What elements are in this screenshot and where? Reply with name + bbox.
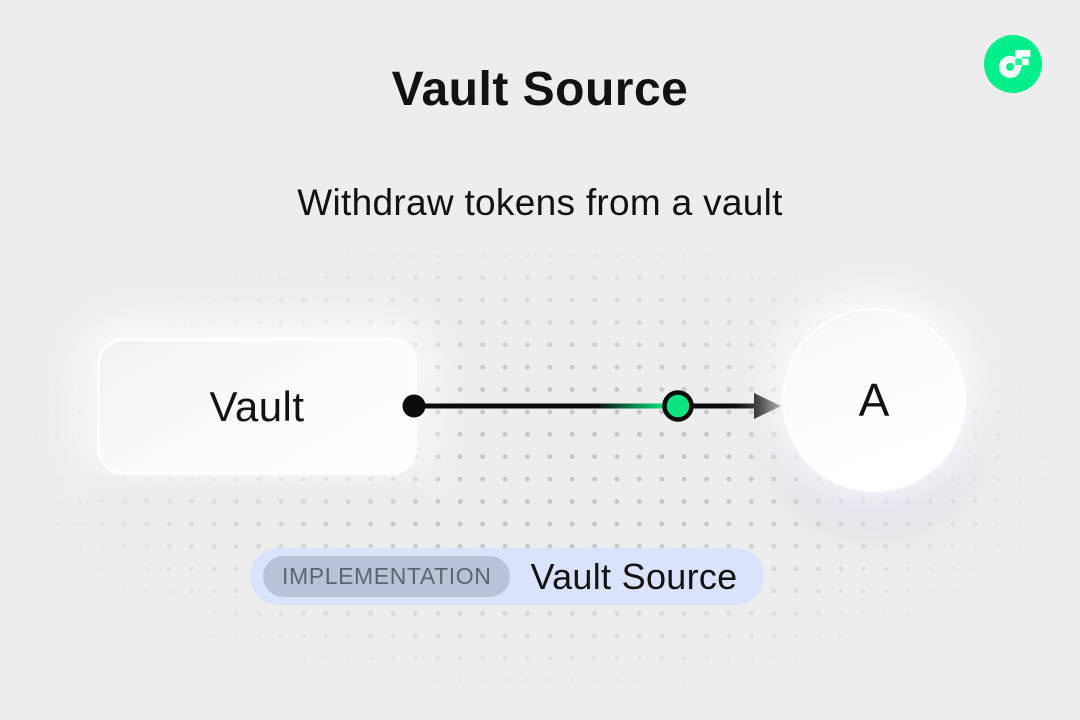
flow-logo-svg [984,35,1042,93]
implementation-badge: IMPLEMENTATION Vault Source [250,548,764,605]
edge-start-dot-icon [402,394,426,418]
page-subtitle: Withdraw tokens from a vault [297,182,783,223]
target-node-label: A [858,374,890,426]
edge-arrow [402,390,781,422]
flow-logo-icon [984,35,1042,93]
vault-node-label: Vault [209,382,305,430]
target-node-a: A [782,308,966,492]
implementation-tag-pill: IMPLEMENTATION [263,556,511,597]
arrowhead-icon [754,393,781,419]
vault-node: Vault [97,338,417,475]
page-title: Vault Source [391,63,689,116]
implementation-label: Vault Source [530,555,738,597]
green-token-icon [662,390,694,422]
